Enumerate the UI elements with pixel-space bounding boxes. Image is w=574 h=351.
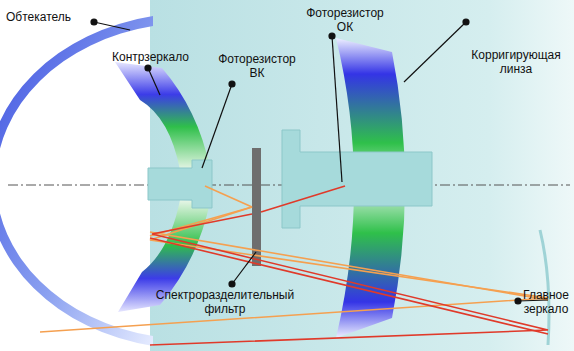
counter-mirror-label: Контрзеркало [112, 50, 222, 64]
main-mirror-label: Главное зеркало [520, 288, 572, 316]
filter-label: Спектроразделительный фильтр [140, 288, 310, 316]
photoresistor-ok-label: Фоторезистор ОК [300, 6, 390, 34]
lens-label: Корригирующая линза [462, 48, 570, 76]
photoresistor-vk-label: Фоторезистор ВК [212, 52, 302, 80]
fairing-label: Обтекатель [6, 10, 96, 24]
